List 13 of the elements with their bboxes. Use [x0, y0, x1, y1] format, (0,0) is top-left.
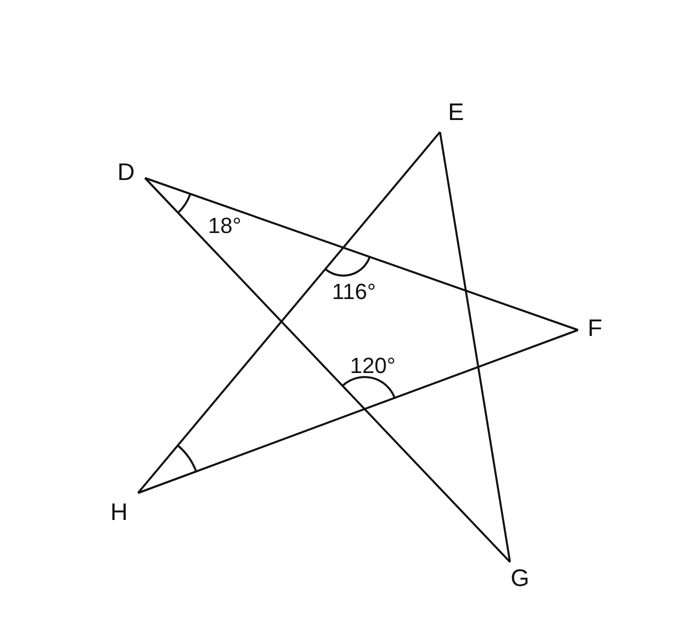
angle-label: 18° [208, 214, 242, 238]
vertex-label: D [110, 160, 142, 190]
line-segment [439, 132, 511, 562]
line-segment [144, 177, 511, 563]
line-segment [138, 329, 578, 494]
vertex-label: G [505, 566, 535, 596]
line-segment [137, 131, 441, 494]
vertex-label: E [441, 100, 471, 130]
vertex-label: F [580, 316, 610, 346]
line-segment [144, 177, 578, 331]
angle-label: 120° [350, 354, 396, 378]
vertex-label: H [104, 500, 134, 530]
angle-label: 116° [332, 280, 376, 304]
